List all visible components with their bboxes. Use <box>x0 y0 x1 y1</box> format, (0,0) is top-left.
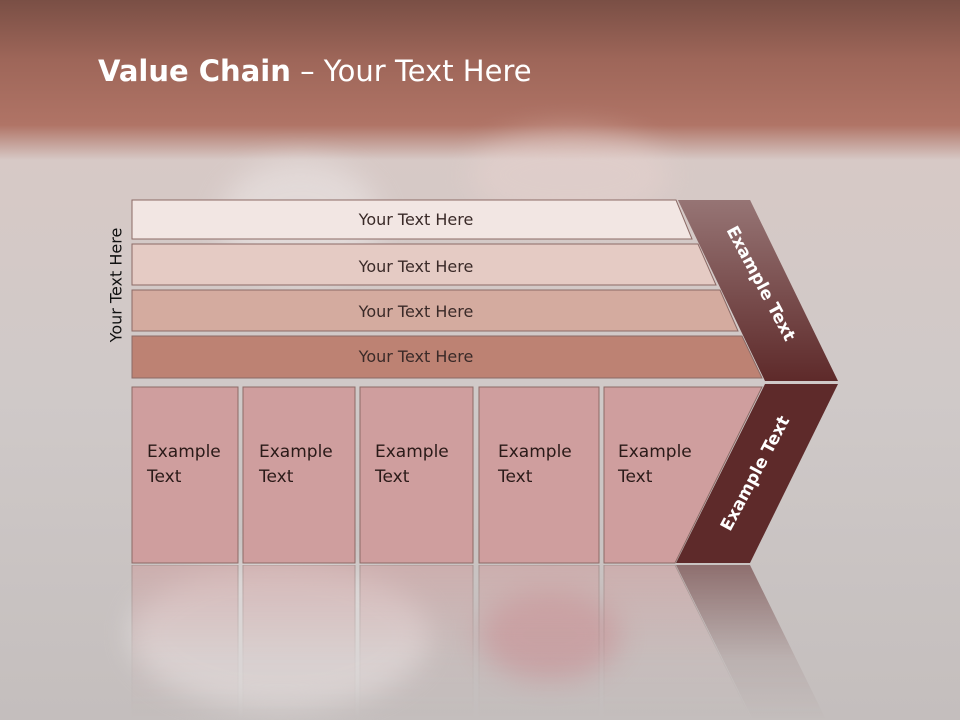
column-4-text: Example Text <box>498 442 572 487</box>
column-2 <box>242 386 356 564</box>
arrow-bottom-band <box>676 384 838 563</box>
reflection <box>131 564 827 720</box>
title-bold: Value Chain <box>98 54 291 88</box>
column-2-text: Example Text <box>259 442 333 487</box>
slide-title: Value Chain – Your Text Here <box>98 54 532 88</box>
arrow-highlight <box>678 200 838 381</box>
bar-1 <box>131 199 693 240</box>
bar-1-label: Your Text Here <box>358 210 474 229</box>
bar-2 <box>131 243 717 286</box>
bar-3-label: Your Text Here <box>358 302 474 321</box>
column-5-text: Example Text <box>618 442 692 487</box>
column-3 <box>359 386 474 564</box>
bar-2-label: Your Text Here <box>358 257 474 276</box>
column-3-text: Example Text <box>375 442 449 487</box>
bar-4 <box>131 335 763 379</box>
column-4 <box>478 386 600 564</box>
column-1-text: Example Text <box>147 442 221 487</box>
title-rest: – Your Text Here <box>290 54 532 88</box>
bar-3 <box>131 289 739 332</box>
bar-4-label: Your Text Here <box>358 347 474 366</box>
column-1 <box>131 386 239 564</box>
column-5 <box>603 386 763 564</box>
